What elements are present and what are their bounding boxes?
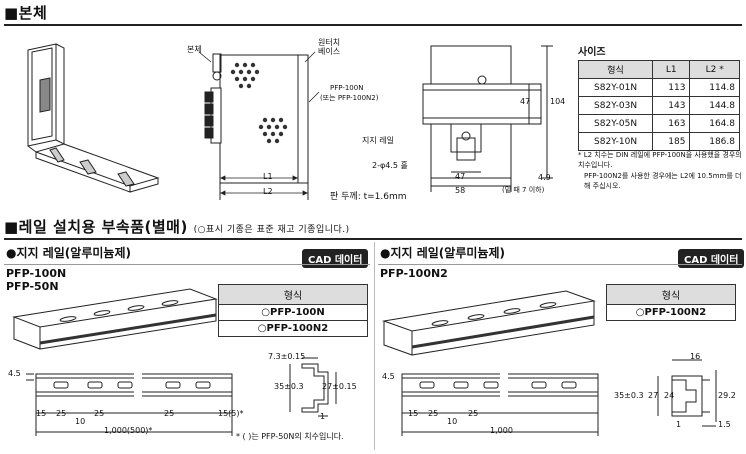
left-dim-35: 35±0.3 [274, 382, 304, 391]
cell-l1: 113 [652, 78, 691, 97]
label-base: 원터치 베이스 [318, 38, 341, 56]
left-panel-heading: ●지지 레일(알루미늄제) [6, 246, 131, 260]
label-plate-thickness: 판 두께: t=1.6mm [330, 192, 407, 202]
table-row: S82Y-05N 163 164.8 [577, 114, 740, 133]
dim-104: 104 [550, 97, 566, 106]
right-table-header: 형식 [606, 284, 736, 305]
cell-model: S82Y-01N [577, 78, 654, 97]
acc-title-text: ■레일 설치용 부속품(별매) [4, 218, 188, 236]
right-dim-25a: 25 [428, 409, 439, 418]
right-dim-25b: 25 [468, 409, 479, 418]
label-hole: 2-φ4.5 홀 [372, 161, 408, 170]
left-rail-drawing [26, 372, 233, 436]
side-view-drawing [422, 45, 553, 192]
size-table-header: 형식 L1 L2 * [577, 60, 740, 79]
left-dim-15-5: 15(5)* [218, 409, 244, 418]
right-table-row-1: ○PFP-100N2 [606, 304, 736, 321]
size-col-model: 형식 [577, 60, 654, 79]
right-dim-16: 16 [690, 352, 701, 361]
dim-47-base: 47 [455, 172, 466, 181]
left-dim-1: 1 [320, 412, 326, 421]
front-view-drawing [198, 51, 320, 200]
left-dim-15: 15 [36, 409, 47, 418]
size-table: 형식 L1 L2 * S82Y-01N 113 114.8 S82Y-03N 1… [577, 60, 740, 151]
dim-58: 58 [455, 186, 466, 195]
left-dim-25a: 25 [56, 409, 67, 418]
cell-l2: 186.8 [689, 132, 740, 151]
dim-4-9: 4.9 [538, 173, 551, 182]
right-cad-button[interactable]: CAD 데이터 [678, 249, 745, 268]
left-dim-25c: 25 [164, 409, 175, 418]
cell-model: S82Y-05N [577, 114, 654, 133]
label-body: 본체 [187, 45, 202, 54]
label-rail-model: PFP-100N [330, 84, 364, 92]
cell-l2: 114.8 [689, 78, 740, 97]
table-row: S82Y-03N 143 144.8 [577, 96, 740, 115]
right-dim-15: 15 [408, 409, 419, 418]
right-model-table: 형식 ○PFP-100N2 [606, 284, 736, 321]
right-model: PFP-100N2 [380, 267, 448, 280]
right-panel-rule [378, 264, 742, 265]
cell-l1: 143 [652, 96, 691, 115]
dim-4-9-note: (밑 때 7 이하) [502, 186, 545, 194]
left-panel-note: * ( )는 PFP-50N의 치수입니다. [236, 432, 344, 441]
dim-l2: L2 [263, 187, 273, 196]
section-title-accessories: ■레일 설치용 부속품(별매) (○표시 기종은 표준 재고 기종입니다.) [4, 216, 350, 237]
dim-l1: L1 [263, 172, 273, 181]
right-panel-heading: ●지지 레일(알루미늄제) [380, 246, 505, 260]
right-dim-1000: 1,000 [490, 426, 513, 435]
right-rail-profile [657, 359, 717, 427]
size-table-note-1: * L2 치수는 DIN 레일에 PFP-100N을 사용했을 경우의 치수입니… [578, 151, 742, 169]
left-dim-7-3: 7.3±0.15 [268, 352, 306, 361]
dim-47-rail: 47 [520, 97, 531, 106]
left-table-row-1: ○PFP-100N [218, 304, 368, 321]
cell-l2: 144.8 [689, 96, 740, 115]
table-row: S82Y-10N 185 186.8 [577, 132, 740, 151]
right-dim-10: 10 [447, 417, 458, 426]
left-panel-rule [4, 264, 370, 265]
left-rail-profile [289, 357, 337, 417]
right-dim-27: 27 [648, 391, 659, 400]
cell-l1: 163 [652, 114, 691, 133]
cell-model: S82Y-03N [577, 96, 654, 115]
left-model-1: PFP-100N [6, 267, 67, 280]
label-rail-model-alt: (또는 PFP-100N2) [320, 94, 379, 102]
left-cad-button[interactable]: CAD 데이터 [302, 249, 369, 268]
right-dim-4-5: 4.5 [382, 372, 395, 381]
size-col-l1: L1 [652, 60, 691, 79]
left-model-2: PFP-50N [6, 280, 59, 293]
right-dim-1-5: 1.5 [718, 420, 731, 429]
section-rule-accessories [4, 238, 742, 240]
size-table-title: 사이즈 [578, 47, 606, 58]
left-dim-10: 10 [75, 417, 86, 426]
right-rail-drawing [401, 372, 599, 436]
panel-divider [374, 242, 375, 450]
size-col-l2: L2 * [689, 60, 740, 79]
cell-l1: 185 [652, 132, 691, 151]
left-dim-25b: 25 [94, 409, 105, 418]
section-rule-main [4, 24, 742, 26]
right-dim-24: 24 [664, 391, 675, 400]
left-table-header: 형식 [218, 284, 368, 305]
left-dim-27: 27±0.15 [322, 382, 357, 391]
size-table-note-2: PFP-100N2를 사용한 경우에는 L2에 10.5mm를 더해 주십시오. [584, 172, 742, 190]
right-dim-35: 35±0.3 [614, 391, 644, 400]
right-dim-1: 1 [676, 420, 682, 429]
left-dim-1000: 1,000(500)* [104, 426, 153, 435]
product-isometric-drawing [27, 43, 160, 193]
right-dim-29-2: 29.2 [718, 391, 736, 400]
right-rail-isometric [382, 290, 596, 356]
label-rail: 지지 레일 [362, 136, 394, 145]
left-dim-4-5: 4.5 [8, 369, 21, 378]
left-table-row-2: ○PFP-100N2 [218, 320, 368, 337]
table-row: S82Y-01N 113 114.8 [577, 78, 740, 97]
left-model-table: 형식 ○PFP-100N ○PFP-100N2 [218, 284, 368, 337]
section-title-main: ■본체 [4, 4, 48, 22]
cell-model: S82Y-10N [577, 132, 654, 151]
left-rail-isometric [12, 288, 218, 350]
acc-title-note: (○표시 기종은 표준 재고 기종입니다.) [193, 225, 350, 235]
cell-l2: 164.8 [689, 114, 740, 133]
